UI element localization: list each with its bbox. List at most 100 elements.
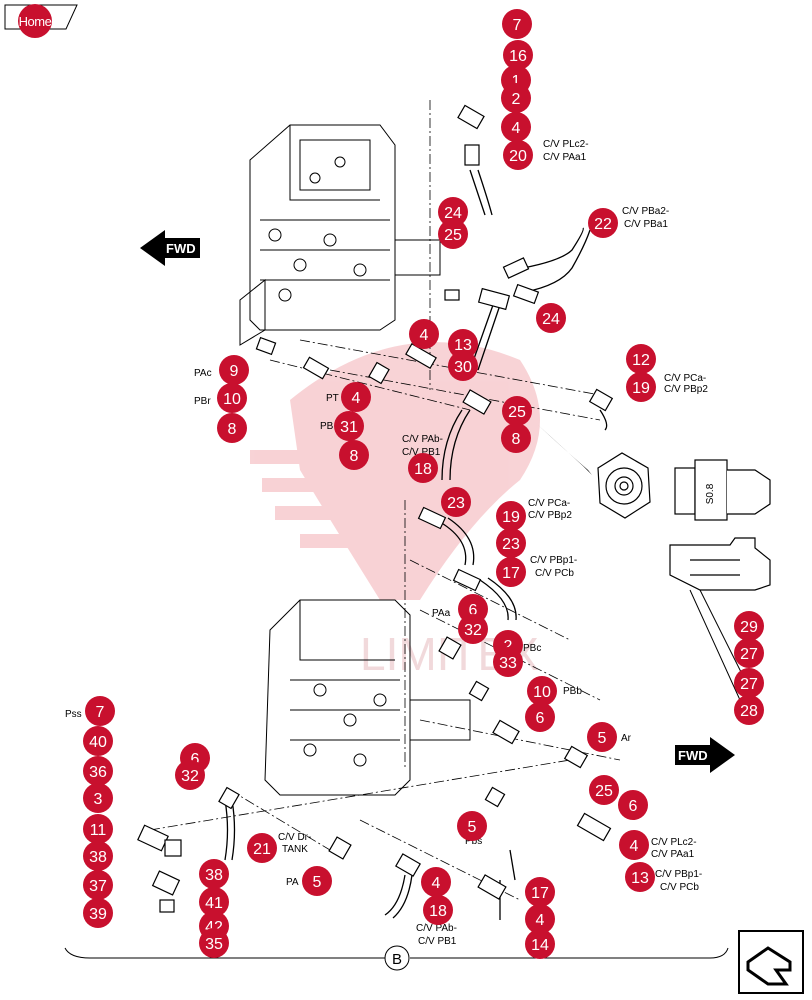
port-label: C/V PB1 xyxy=(402,447,441,458)
part-callout[interactable]: 35 xyxy=(199,928,229,958)
callout-circle xyxy=(626,372,656,402)
part-callout[interactable]: 23 xyxy=(441,487,471,517)
callout-number: 4 xyxy=(512,120,521,137)
part-callout[interactable]: 32 xyxy=(175,760,205,790)
part-callout[interactable]: 9 xyxy=(219,355,249,385)
home-tab[interactable]: Home xyxy=(4,4,78,38)
part-callout[interactable]: 13 xyxy=(448,329,478,359)
callout-circle xyxy=(625,862,655,892)
callout-number: 30 xyxy=(454,359,472,376)
part-callout[interactable]: 4 xyxy=(341,382,371,412)
part-callout[interactable]: 24 xyxy=(438,197,468,227)
part-callout[interactable]: 10 xyxy=(527,676,557,706)
part-callout[interactable]: 17 xyxy=(496,557,526,587)
part-callout[interactable]: 24 xyxy=(536,303,566,333)
part-callout[interactable]: 12 xyxy=(626,344,656,374)
part-callout[interactable]: 4 xyxy=(501,112,531,142)
part-callout[interactable]: 23 xyxy=(496,528,526,558)
part-callout[interactable]: 27 xyxy=(734,638,764,668)
part-callout[interactable]: 33 xyxy=(493,647,523,677)
part-callout[interactable]: 7 xyxy=(502,9,532,39)
part-callout[interactable]: 22 xyxy=(588,208,618,238)
callout-circle xyxy=(421,867,451,897)
part-callout[interactable]: 32 xyxy=(458,614,488,644)
part-callout[interactable]: 13 xyxy=(625,862,655,892)
callout-number: 23 xyxy=(502,536,520,553)
part-callout[interactable]: 8 xyxy=(339,440,369,470)
part-callout[interactable]: 4 xyxy=(409,319,439,349)
part-callout[interactable]: 11 xyxy=(83,814,113,844)
part-callout[interactable]: 7 xyxy=(85,696,115,726)
return-button[interactable] xyxy=(738,930,804,994)
port-label: PBr xyxy=(194,396,211,407)
callout-number: 21 xyxy=(253,841,271,858)
part-callout[interactable]: 40 xyxy=(83,726,113,756)
callout-circle xyxy=(302,866,332,896)
part-callout[interactable]: 25 xyxy=(438,219,468,249)
part-callout[interactable]: 4 xyxy=(525,904,555,934)
port-label: C/V PBp2 xyxy=(528,510,572,521)
part-callout[interactable]: 19 xyxy=(626,372,656,402)
port-label: C/V PBa1 xyxy=(624,219,668,230)
part-callout[interactable]: 2 xyxy=(501,83,531,113)
part-callout[interactable]: 18 xyxy=(408,453,438,483)
part-callout[interactable]: 16 xyxy=(503,40,533,70)
callout-circle xyxy=(408,453,438,483)
callout-number: 29 xyxy=(740,619,758,636)
callout-number: 23 xyxy=(447,495,465,512)
part-callout[interactable]: 5 xyxy=(457,811,487,841)
callout-number: 13 xyxy=(631,870,649,887)
part-callout[interactable]: 17 xyxy=(525,877,555,907)
part-callout[interactable]: 14 xyxy=(525,929,555,959)
callout-number: 25 xyxy=(595,783,613,800)
part-callout[interactable]: 38 xyxy=(83,841,113,871)
part-callout[interactable]: 30 xyxy=(448,351,478,381)
part-callout[interactable]: 5 xyxy=(302,866,332,896)
part-callout[interactable]: 6 xyxy=(618,790,648,820)
part-callout[interactable]: 29 xyxy=(734,611,764,641)
callout-number: 18 xyxy=(414,461,432,478)
part-callout[interactable]: 27 xyxy=(734,668,764,698)
part-callout[interactable]: 19 xyxy=(496,501,526,531)
callout-circle xyxy=(85,696,115,726)
callout-number: 37 xyxy=(89,878,107,895)
part-callout[interactable]: 31 xyxy=(334,411,364,441)
part-callout[interactable]: 36 xyxy=(83,756,113,786)
callout-circle xyxy=(247,833,277,863)
part-callout[interactable]: 25 xyxy=(502,396,532,426)
port-label: PA xyxy=(286,877,299,888)
part-callout[interactable]: 6 xyxy=(525,702,555,732)
part-callout[interactable]: 5 xyxy=(587,722,617,752)
part-callout[interactable]: 20 xyxy=(503,140,533,170)
callout-number: 36 xyxy=(89,764,107,781)
callout-number: 25 xyxy=(444,227,462,244)
hose-lines xyxy=(224,169,608,920)
part-callout[interactable]: 21 xyxy=(247,833,277,863)
part-callout[interactable]: 28 xyxy=(734,695,764,725)
callout-circle xyxy=(501,83,531,113)
port-label: C/V PCb xyxy=(535,568,574,579)
part-callout[interactable]: 10 xyxy=(217,383,247,413)
part-callout[interactable]: 18 xyxy=(423,895,453,925)
view-bracket xyxy=(64,945,729,971)
callout-number: 4 xyxy=(630,838,639,855)
part-callout[interactable]: 41 xyxy=(199,887,229,917)
part-callout[interactable]: 38 xyxy=(199,859,229,889)
callout-circle xyxy=(503,140,533,170)
callout-number: 13 xyxy=(454,337,472,354)
part-callout[interactable]: 4 xyxy=(421,867,451,897)
part-callout[interactable]: 3 xyxy=(83,783,113,813)
part-callout[interactable]: 8 xyxy=(501,423,531,453)
part-callout[interactable]: 37 xyxy=(83,870,113,900)
callout-circle xyxy=(496,528,526,558)
port-label: C/V PBp2 xyxy=(664,384,708,395)
callout-circle xyxy=(501,423,531,453)
part-callout[interactable]: 8 xyxy=(217,413,247,443)
part-callout[interactable]: 25 xyxy=(589,775,619,805)
part-callout[interactable]: 4 xyxy=(619,830,649,860)
part-callout[interactable]: 39 xyxy=(83,898,113,928)
callout-circle xyxy=(199,887,229,917)
callout-circle xyxy=(588,208,618,238)
callout-number: 4 xyxy=(420,327,429,344)
